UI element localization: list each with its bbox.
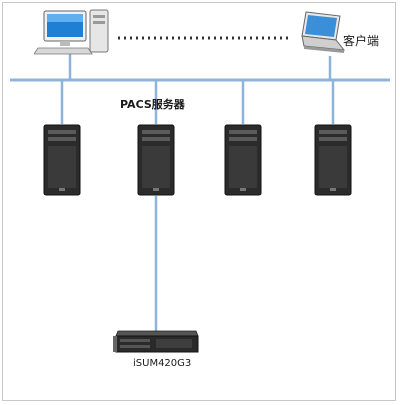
client-label: 客户端 — [343, 34, 380, 48]
pacs-server-label: PACS服务器 — [120, 98, 185, 111]
tower-server-icon — [224, 124, 262, 196]
tower-server-icon — [137, 124, 175, 196]
desktop-computer-icon — [34, 9, 109, 55]
storage-device-label: iSUM420G3 — [133, 358, 192, 369]
laptop-icon — [301, 11, 346, 53]
tower-server-icon — [314, 124, 352, 196]
rack-storage-icon — [113, 330, 199, 353]
tower-server-icon — [43, 124, 81, 196]
diagram-frame — [2, 2, 396, 401]
